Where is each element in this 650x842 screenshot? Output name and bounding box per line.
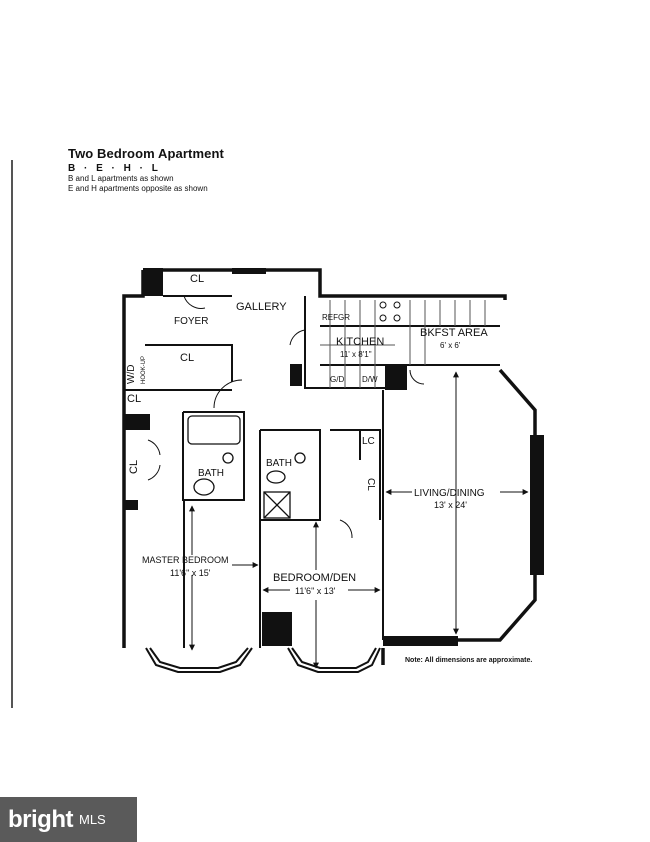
wall-blocks [124,268,544,646]
label-cl-left: CL [127,393,141,405]
label-hookup: HOOK-UP [141,356,147,384]
label-gallery: GALLERY [236,301,287,313]
watermark-brand: bright [8,805,73,833]
label-den-dim: 11'6" x 13' [295,586,336,596]
label-living-dim: 13' x 24' [434,500,467,510]
label-bkfst-dim: 6' x 6' [440,341,461,350]
plan-title: Two Bedroom Apartment [68,146,224,161]
dimension-lines [189,371,529,669]
label-kitchen: KITCHEN [336,336,384,348]
door-swings [147,295,425,539]
label-gd: G/D [330,375,344,384]
label-living: LIVING/DINING [414,488,485,499]
label-lc: LC [362,436,375,447]
bright-mls-watermark: bright MLS [0,797,137,842]
plan-header: Two Bedroom Apartment B · E · H · L B an… [68,146,224,194]
label-bkfst: BKFST AREA [420,327,488,339]
watermark-suffix: MLS [78,812,106,827]
scan-edge-line [11,160,13,708]
label-cl-master: CL [128,460,140,474]
label-bath-2: BATH [266,458,292,469]
stove-icon [379,301,401,322]
bay-windows [145,647,381,673]
interior-walls [124,295,500,648]
kitchen-counter [320,300,486,388]
label-bath-1: BATH [198,468,224,479]
label-cl-top: CL [190,273,204,285]
label-dw: D/W [362,375,378,384]
apartment-codes: B · E · H · L [68,163,161,174]
label-kitchen-dim: 11' x 8'1" [340,350,372,359]
footnote: Note: All dimensions are approximate. [405,657,532,664]
label-cl-den: CL [365,478,376,491]
label-foyer: FOYER [174,316,208,327]
label-wd: W/D [126,365,137,384]
plan-note-1: B and L apartments as shown [68,174,174,183]
plan-note-2: E and H apartments opposite as shown [68,184,208,193]
label-master: MASTER BEDROOM [142,555,229,565]
bath-fixtures [187,415,306,519]
label-refgr: REFGR [322,313,350,322]
label-master-dim: 11'6" x 15' [170,568,211,578]
room-labels: CL FOYER GALLERY CL W/D HOOK-UP CL CL BA… [126,273,532,664]
label-cl-hall: CL [180,352,194,364]
label-den: BEDROOM/DEN [273,572,356,584]
